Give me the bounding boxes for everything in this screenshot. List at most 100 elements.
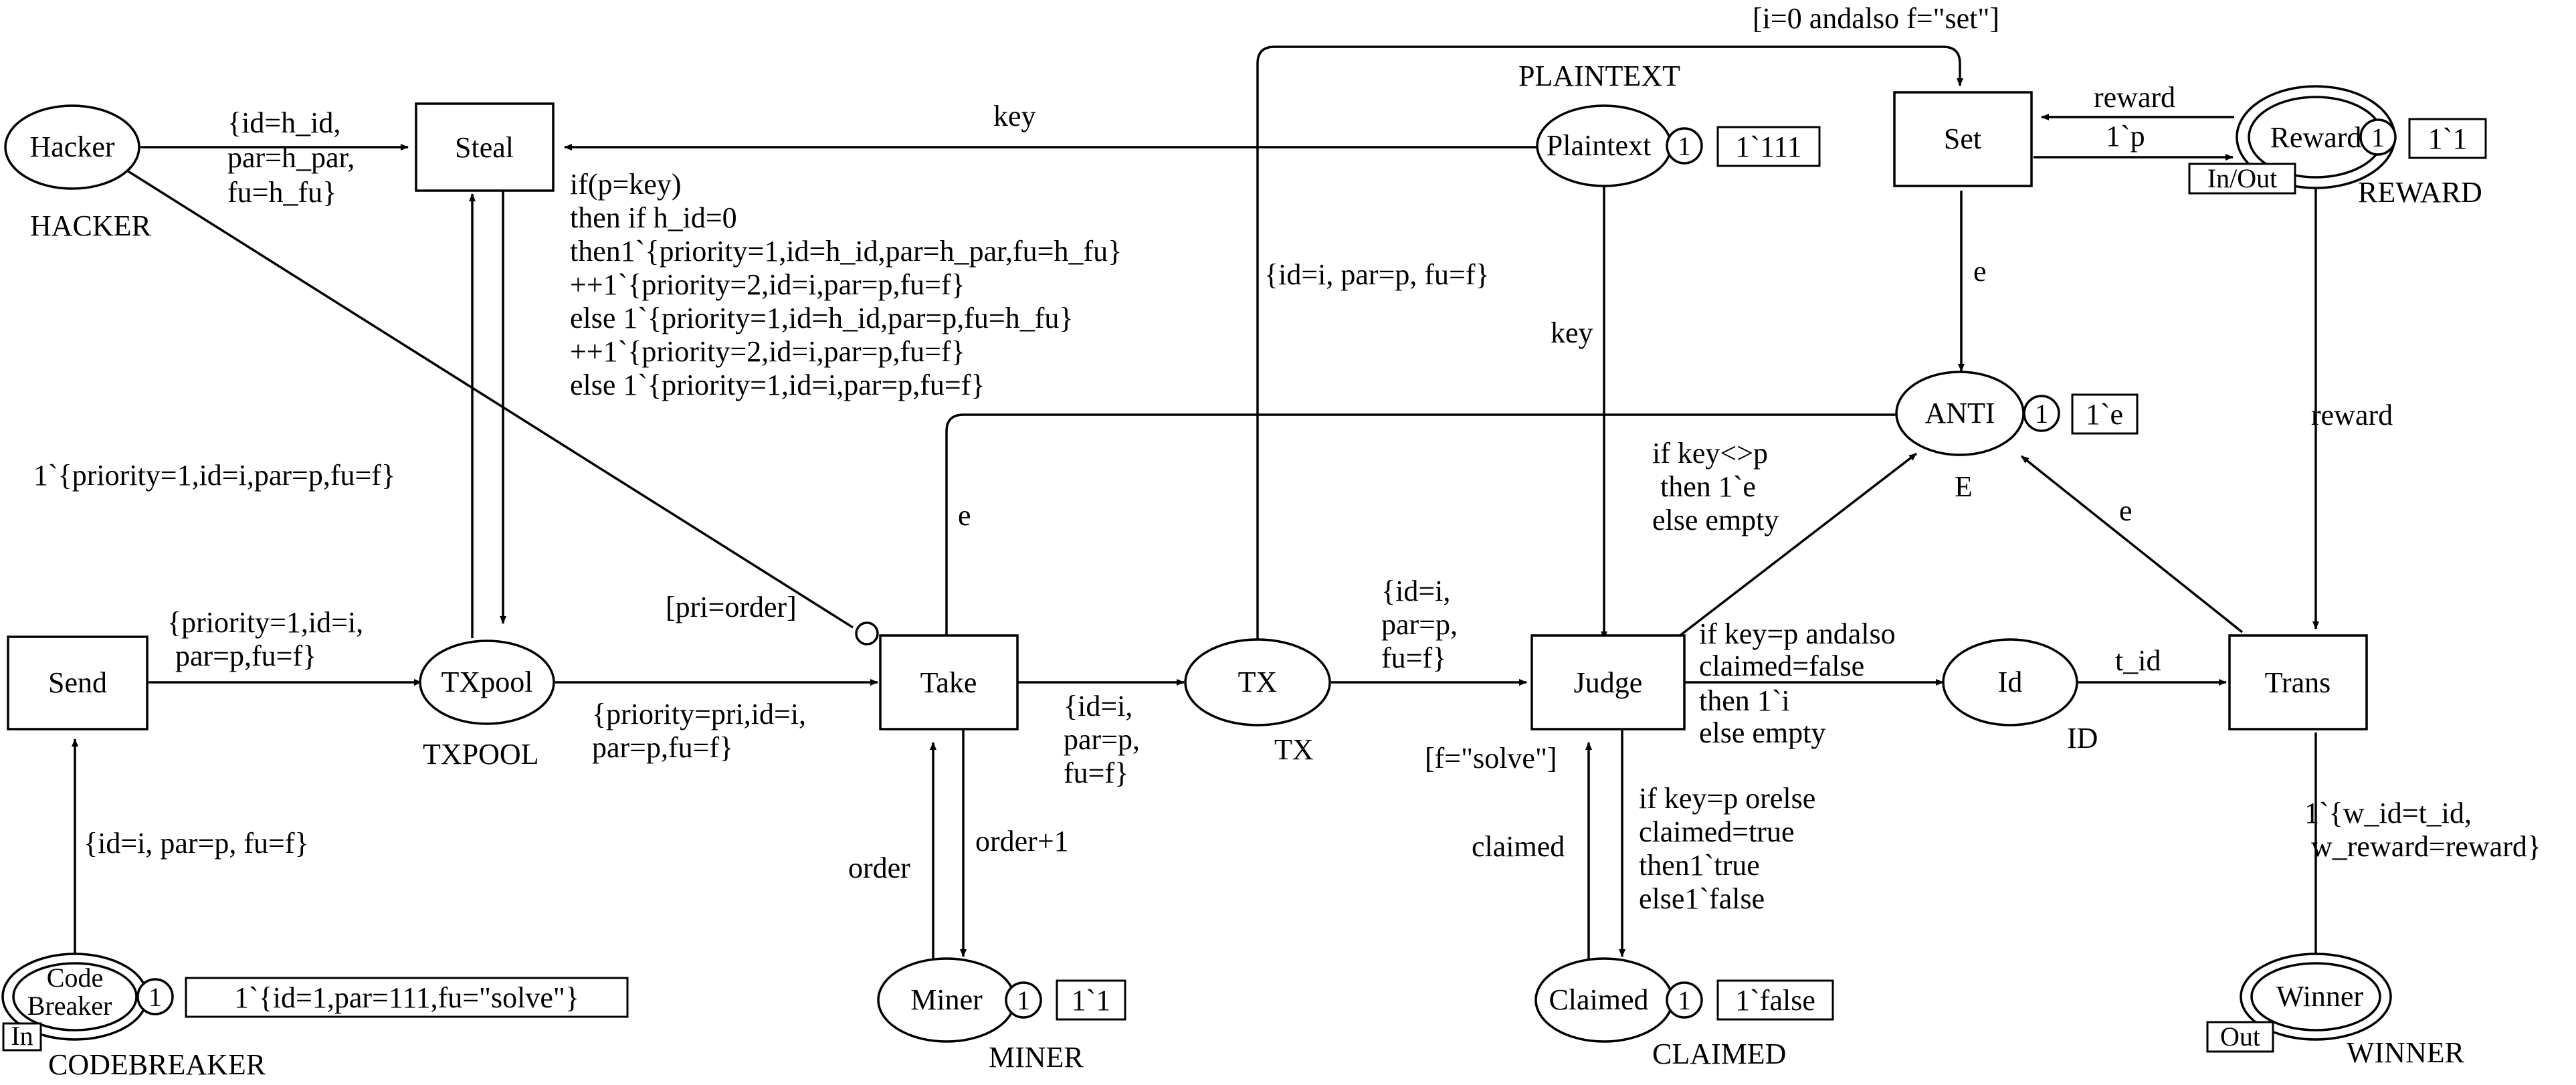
place-codebreaker[interactable]: Code Breaker 1 — [1, 953, 174, 1041]
svg-text:{id=h_id,: {id=h_id, — [227, 106, 340, 139]
svg-text:else1`false: else1`false — [1639, 882, 1765, 915]
inscription-plaintext-judge: key — [1551, 316, 1593, 349]
place-type-tx: TX — [1274, 733, 1314, 766]
place-winner[interactable]: Winner — [2240, 953, 2392, 1041]
inscription-steal-txpool: if(p=key) then if h_id=0 then1`{priority… — [570, 168, 1122, 401]
svg-text:else 1`{priority=1,id=h_id,par: else 1`{priority=1,id=h_id,par=p,fu=h_fu… — [570, 302, 1073, 334]
svg-text:then 1`i: then 1`i — [1699, 684, 1790, 717]
place-type-txpool: TXPOOL — [423, 738, 539, 771]
place-tx[interactable]: TX — [1184, 638, 1331, 726]
marking-miner: 1`1 — [1072, 984, 1111, 1017]
marking-claimed: 1`false — [1735, 984, 1815, 1017]
inscription-tx-judge: {id=i, par=p, fu=f} — [1381, 575, 1458, 674]
svg-text:++1`{priority=2,id=i,par=p,fu=: ++1`{priority=2,id=i,par=p,fu=f} — [570, 268, 965, 301]
inscription-id-trans: t_id — [2115, 644, 2161, 677]
place-claimed[interactable]: Claimed 1 — [1534, 957, 1703, 1043]
inscription-trans-anti: e — [2119, 494, 2133, 527]
place-label: Hacker — [29, 130, 114, 163]
inhibitor-circle — [855, 621, 879, 646]
svg-text:if(p=key): if(p=key) — [570, 168, 682, 201]
place-label: ANTI — [1924, 397, 1995, 429]
svg-text:par=h_par,: par=h_par, — [227, 141, 355, 174]
svg-text:claimed=true: claimed=true — [1639, 815, 1794, 848]
arc-judge-anti — [1674, 452, 1918, 640]
transition-take[interactable]: Take — [879, 634, 1019, 730]
place-type-miner: MINER — [989, 1041, 1084, 1074]
inscription-take-miner: order+1 — [975, 825, 1069, 858]
svg-text:w_reward=reward}: w_reward=reward} — [2311, 830, 2541, 863]
place-hacker[interactable]: Hacker — [4, 104, 140, 190]
svg-text:par=p,fu=f}: par=p,fu=f} — [175, 639, 316, 672]
place-plaintext[interactable]: Plaintext 1 — [1536, 104, 1703, 187]
svg-text:then if h_id=0: then if h_id=0 — [570, 201, 737, 234]
svg-text:par=p,: par=p, — [1381, 608, 1458, 641]
place-label: Miner — [910, 983, 983, 1016]
transition-set[interactable]: Set — [1893, 91, 2033, 187]
inscription-hacker-steal: {id=h_id, par=h_par, fu=h_fu} — [227, 106, 355, 209]
token-count: 1 — [1678, 985, 1691, 1015]
inscription-txpool-take: {priority=pri,id=i, par=p,fu=f} — [592, 698, 806, 764]
place-anti[interactable]: ANTI 1 — [1895, 371, 2060, 456]
port-tag-winner: Out — [2220, 1021, 2260, 1052]
places: Hacker HACKER Plaintext 1 1`111 PLAINTEX… — [1, 60, 2487, 1081]
svg-text:fu=f}: fu=f} — [1381, 642, 1446, 674]
svg-text:if key=p andalso: if key=p andalso — [1699, 617, 1896, 650]
inscription-reward-trans: reward — [2311, 399, 2393, 431]
transition-send[interactable]: Send — [7, 635, 148, 730]
place-label-line1: Code — [47, 963, 103, 993]
place-type-plaintext: PLAINTEXT — [1518, 60, 1680, 92]
token-count: 1 — [1678, 131, 1691, 161]
place-label-line2: Breaker — [27, 991, 112, 1021]
marking-anti: 1`e — [2086, 398, 2123, 431]
place-type-hacker: HACKER — [30, 209, 152, 242]
place-label: Claimed — [1549, 983, 1648, 1016]
inscription-set-reward: 1`p — [2106, 120, 2145, 153]
svg-text:1`{w_id=t_id,: 1`{w_id=t_id, — [2304, 797, 2472, 829]
token-count: 1 — [1017, 985, 1030, 1015]
marking-reward: 1`1 — [2428, 122, 2468, 155]
token-count: 1 — [148, 982, 162, 1012]
place-miner[interactable]: Miner 1 — [877, 957, 1042, 1043]
token-count: 1 — [2371, 122, 2385, 153]
place-txpool[interactable]: TXpool — [419, 639, 555, 725]
place-type-winner: WINNER — [2347, 1036, 2465, 1069]
transition-label: Trans — [2265, 666, 2331, 699]
transition-label: Set — [1944, 122, 1981, 155]
svg-text:par=p,fu=f}: par=p,fu=f} — [592, 731, 733, 764]
svg-text:then 1`e: then 1`e — [1660, 470, 1756, 503]
svg-text:{id=i,: {id=i, — [1381, 575, 1450, 607]
guard-take: [pri=order] — [666, 591, 797, 623]
svg-text:else empty: else empty — [1699, 716, 1825, 749]
place-label: Winner — [2276, 980, 2364, 1013]
svg-text:if key<>p: if key<>p — [1652, 437, 1768, 470]
inscription-set-anti: e — [1973, 255, 1987, 288]
arc-hacker-take-inhibitor — [126, 169, 854, 629]
arcs — [72, 45, 2319, 969]
place-label: Reward — [2270, 121, 2362, 154]
inscription-miner-take: order — [848, 852, 910, 884]
transition-label: Steal — [455, 131, 514, 164]
transition-steal[interactable]: Steal — [415, 102, 555, 192]
inscription-judge-anti: if key<>p then 1`e else empty — [1652, 437, 1779, 536]
inscription-send-txpool: {priority=1,id=i, par=p,fu=f} — [167, 606, 363, 672]
place-type-claimed: CLAIMED — [1652, 1038, 1786, 1070]
place-id[interactable]: Id — [1942, 638, 2078, 726]
inscription-tx-set: {id=i, par=p, fu=f} — [1264, 258, 1490, 291]
transition-label: Judge — [1574, 666, 1643, 699]
guard-set: [i=0 andalso f="set"] — [1753, 2, 1999, 35]
guards: [i=0 andalso f="set"] [pri=order] [f="so… — [666, 2, 1999, 775]
svg-text:par=p,: par=p, — [1064, 723, 1140, 756]
marking-plaintext: 1`111 — [1735, 130, 1801, 163]
place-type-id: ID — [2067, 722, 2098, 755]
place-label: Id — [1998, 666, 2023, 698]
place-reward[interactable]: Reward 1 — [2236, 85, 2397, 189]
svg-text:if key=p orelse: if key=p orelse — [1639, 782, 1815, 815]
svg-text:then1`true: then1`true — [1639, 849, 1760, 882]
transition-trans[interactable]: Trans — [2228, 634, 2368, 730]
transition-judge[interactable]: Judge — [1530, 634, 1686, 730]
transition-label: Send — [48, 666, 107, 699]
port-tag-reward: In/Out — [2207, 163, 2277, 193]
inscription-plaintext-steal: key — [993, 100, 1036, 132]
inscription-trans-winner: 1`{w_id=t_id, w_reward=reward} — [2304, 797, 2541, 863]
